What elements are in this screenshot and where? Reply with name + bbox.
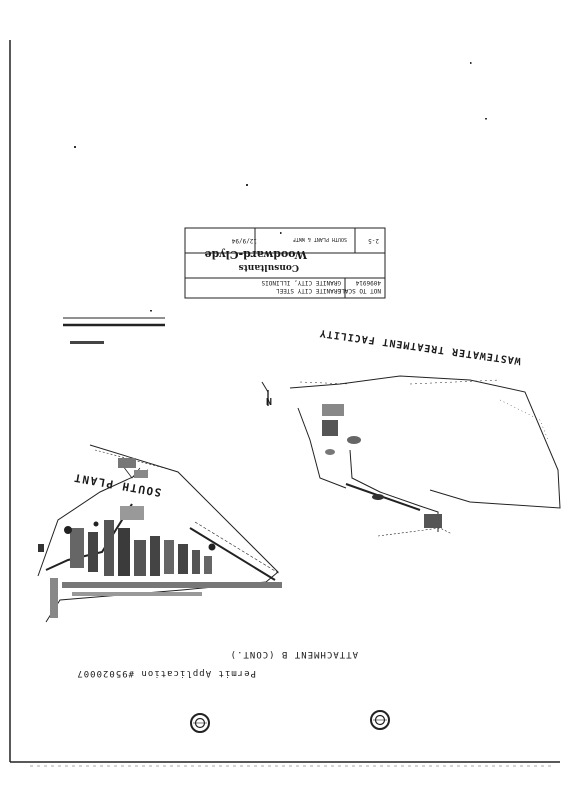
title-block — [184, 227, 386, 299]
certification-seal-right — [370, 710, 390, 730]
tb-drawn-date: 12/9/94 — [231, 237, 257, 244]
tb-scale: NOT TO SCALE — [337, 287, 381, 294]
tb-project-no: 4096914 — [355, 279, 381, 286]
tb-city: GRANITE CITY, ILLINOIS — [261, 279, 341, 286]
tb-subtitle: SOUTH PLANT & WWTF — [292, 236, 347, 242]
tb-company: Woodward-Clyde — [204, 248, 308, 261]
wwtf-map — [261, 375, 561, 537]
south-plant-map — [37, 444, 282, 623]
tb-company-prefix: Consultants — [238, 262, 300, 272]
tb-fig: 2-5 — [368, 237, 379, 244]
title-block-text: NOT TO SCALE 4096914 GRANITE CITY STEEL … — [185, 228, 385, 298]
north-arrow-label: N — [265, 395, 272, 406]
tb-address: GRANITE CITY STEEL — [275, 287, 341, 294]
permit-application-line: Permit Application #95020007 — [76, 668, 256, 678]
legend — [63, 317, 165, 344]
attachment-label: ATTACHMENT B (CONT.) — [229, 649, 358, 659]
certification-seal-left — [190, 713, 210, 733]
